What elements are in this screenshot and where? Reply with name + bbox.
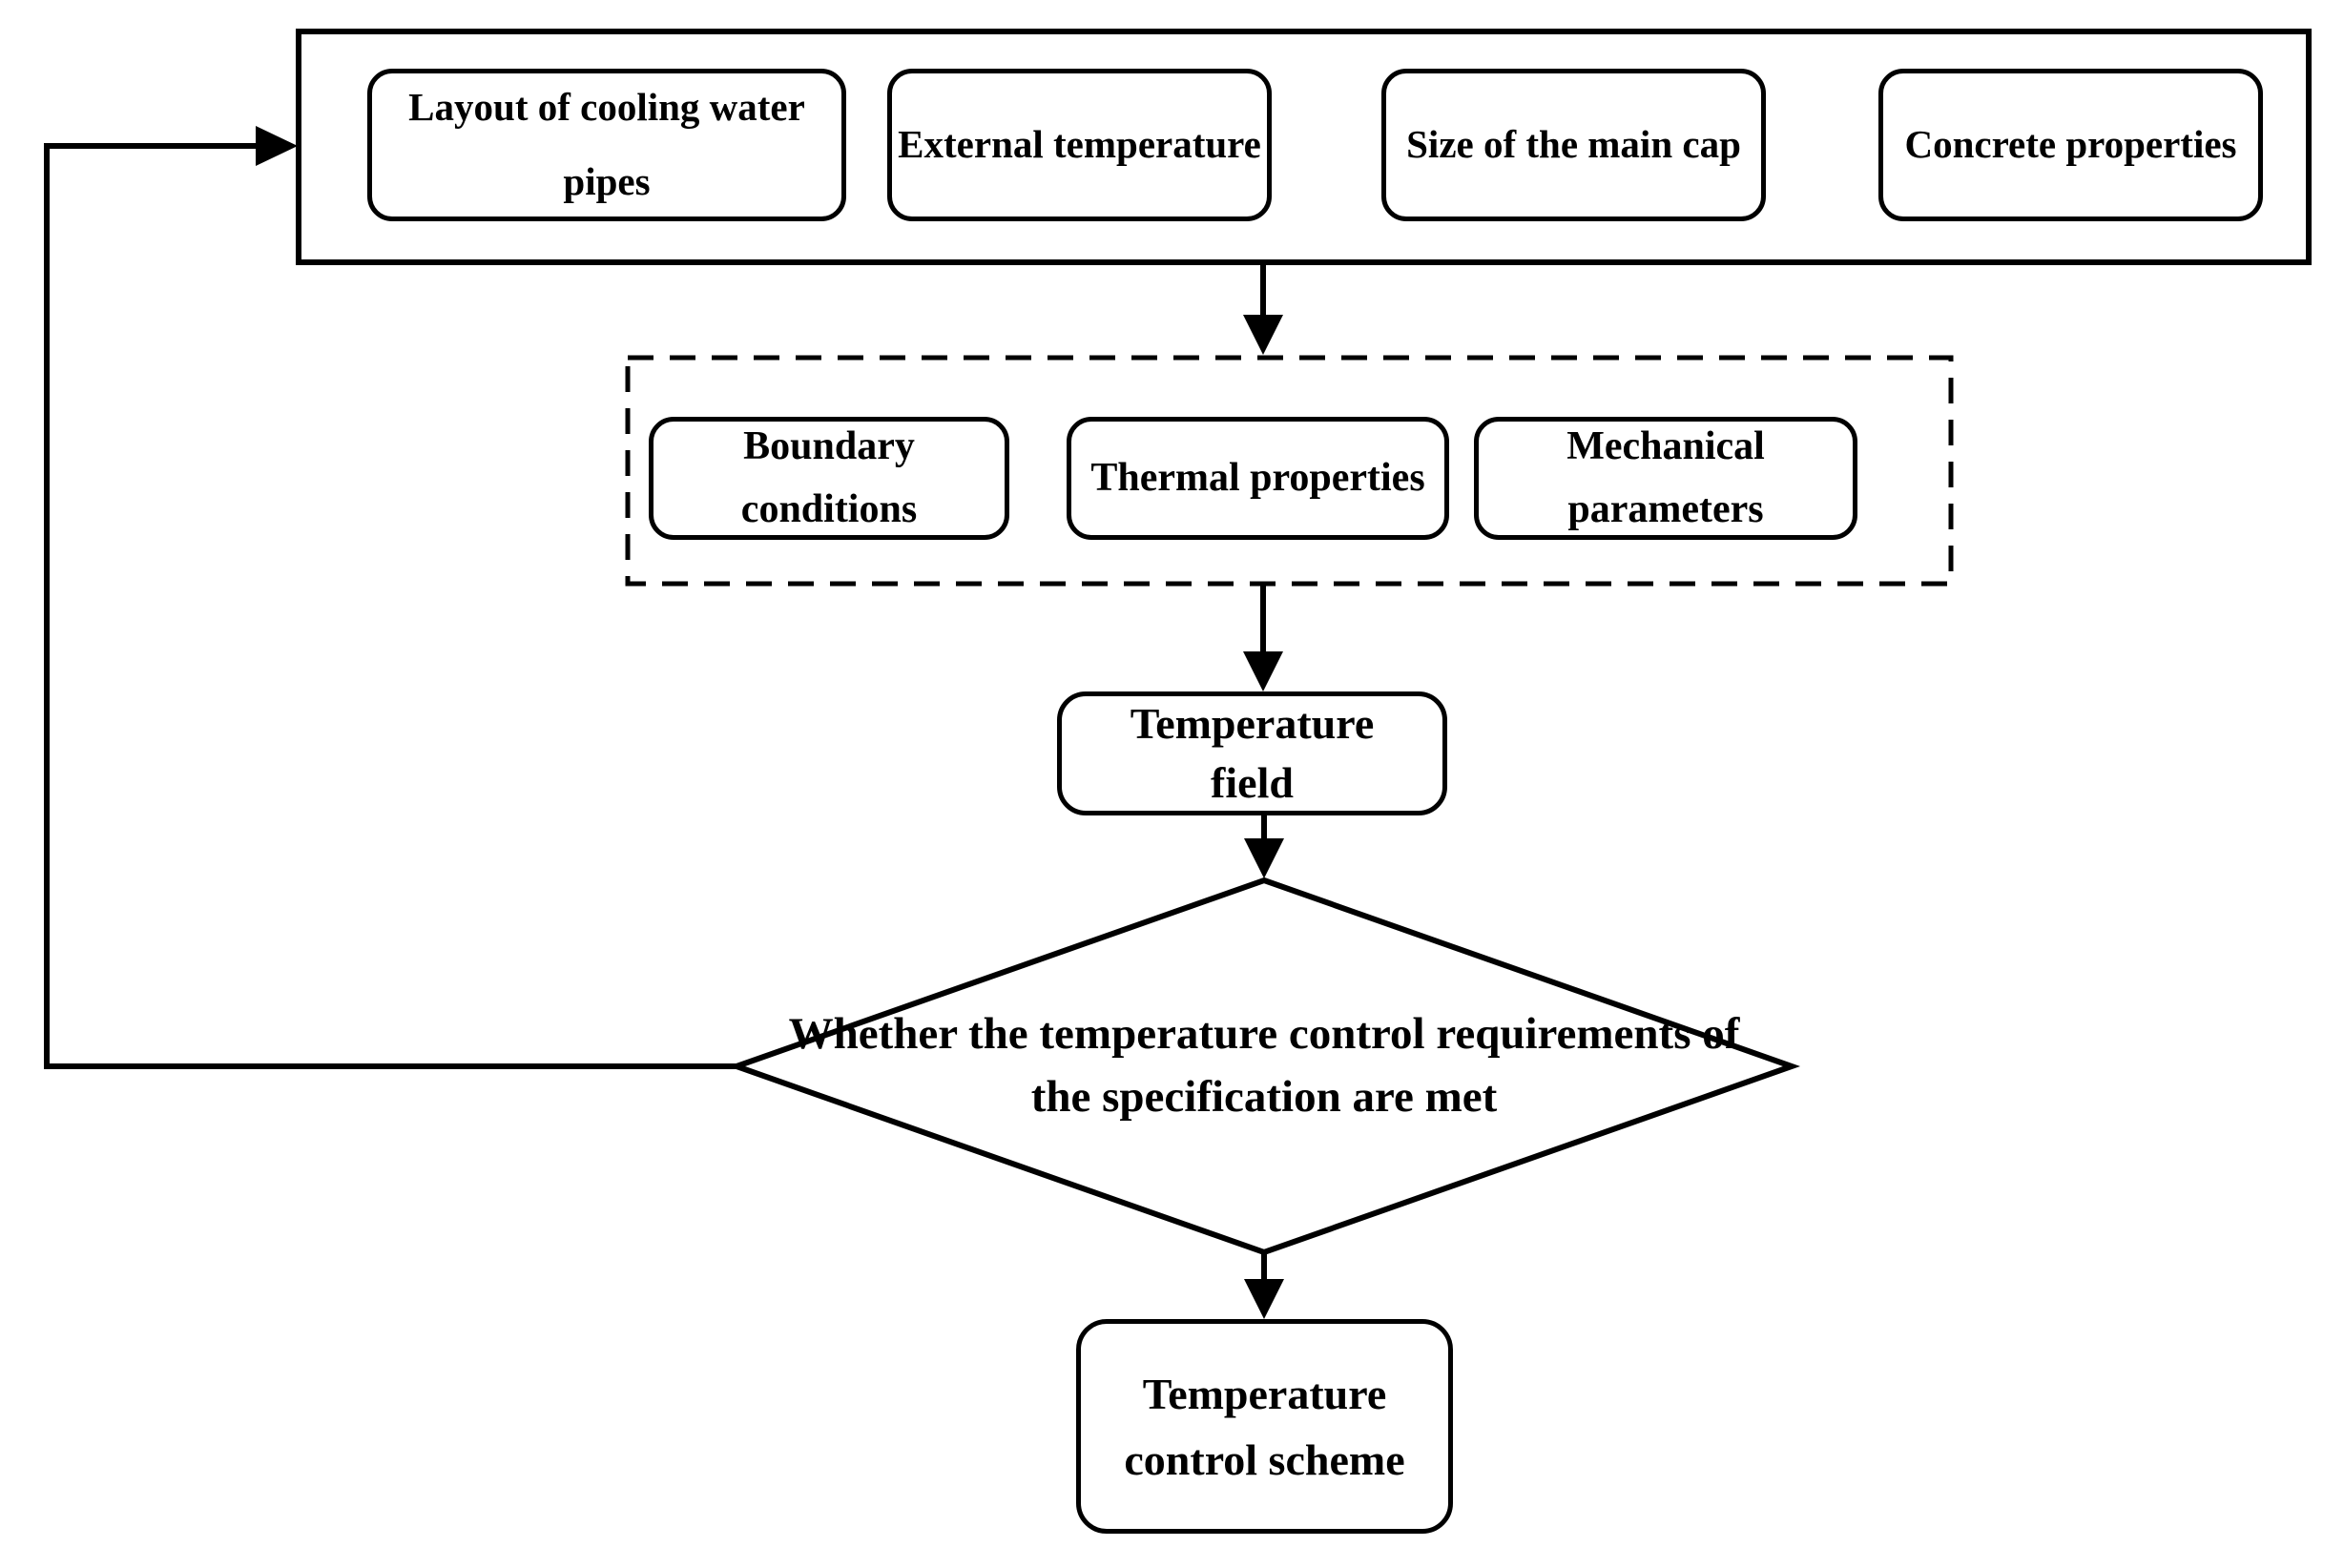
node-concrete-properties: Concrete properties: [1878, 69, 2263, 221]
node-mechanical-parameters: Mechanical parameters: [1474, 417, 1857, 540]
node-label: Thermal properties: [1090, 455, 1425, 500]
arrowhead-right-icon: [256, 126, 298, 166]
parameters-group-border: [625, 355, 1954, 587]
arrowhead-down-icon: [1243, 651, 1283, 691]
node-label: Layout of cooling water pipes: [408, 85, 805, 203]
arrowhead-down-icon: [1243, 315, 1283, 355]
node-temperature-control-scheme: Temperature control scheme: [1076, 1319, 1453, 1534]
arrowhead-down-icon: [1244, 838, 1284, 878]
node-size-of-main-cap: Size of the main cap: [1381, 69, 1766, 221]
arrowhead-down-icon: [1244, 1279, 1284, 1319]
decision-label: Whether the temperature control requirem…: [784, 942, 1744, 1190]
node-label: Whether the temperature control requirem…: [788, 1009, 1740, 1122]
node-boundary-conditions: Boundary conditions: [649, 417, 1009, 540]
node-label: Boundary conditions: [740, 424, 918, 531]
feedback-line: [44, 143, 737, 1069]
node-external-temperature: External temperature: [887, 69, 1272, 221]
node-label: Mechanical parameters: [1566, 424, 1765, 531]
node-thermal-properties: Thermal properties: [1067, 417, 1449, 540]
node-temperature-field: Temperature field: [1057, 691, 1447, 815]
node-label: Size of the main cap: [1406, 122, 1741, 167]
node-label: Temperature control scheme: [1124, 1369, 1405, 1484]
node-layout-of-cooling-water-pipes: Layout of cooling water pipes: [367, 69, 846, 221]
node-label: Concrete properties: [1904, 122, 2237, 167]
node-label: External temperature: [898, 122, 1261, 167]
node-label: Temperature field: [1130, 698, 1375, 807]
